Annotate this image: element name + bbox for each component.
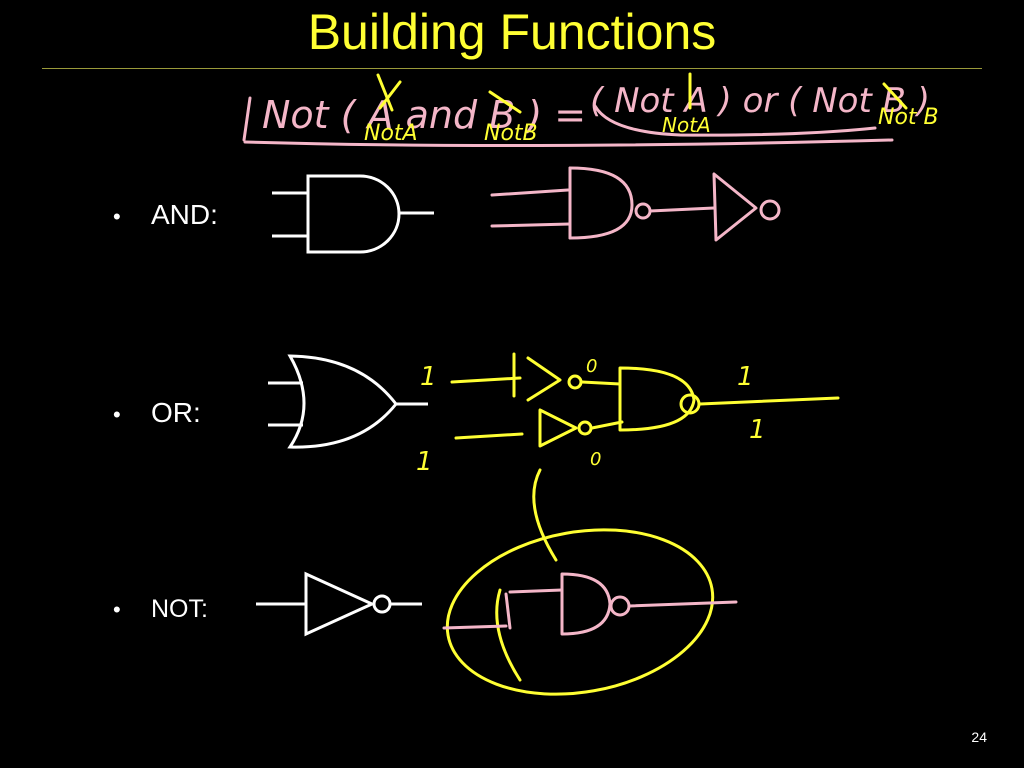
or-bit-right-top: 1 [737, 362, 754, 392]
or-bit-left-top: 1 [420, 362, 437, 392]
and-sketch-ink [490, 166, 781, 242]
bullet-not: • NOT: [113, 592, 208, 627]
bullet-dot: • [113, 402, 121, 427]
not-gate-icon [256, 571, 422, 637]
bullet-label-not: NOT: [151, 595, 208, 623]
bullet-and: • AND: [113, 198, 218, 234]
bullet-dot: • [113, 204, 121, 229]
or-bit-right-bottom: 1 [749, 415, 766, 445]
formula-ink-yellow: NotA NotB NotA Not B [364, 72, 939, 146]
or-sketch-ink: 1 1 0 0 1 1 [416, 352, 840, 477]
sub-label-3: NotA [662, 113, 711, 137]
page-number: 24 [971, 729, 987, 745]
and-gate-icon [272, 174, 434, 254]
or-bit-mid-top: 0 [586, 356, 597, 377]
title-divider [42, 68, 982, 69]
slide-title: Building Functions [307, 4, 717, 60]
sub-label-4: Not B [878, 105, 939, 130]
bullet-label-and: AND: [151, 199, 218, 230]
not-sketch-yellow [445, 468, 715, 696]
bullet-label-or: OR: [151, 397, 201, 428]
or-gate-icon [268, 354, 428, 449]
bullet-or: • OR: [113, 396, 201, 432]
or-bit-left-bottom: 1 [416, 447, 433, 477]
bullet-dot: • [113, 597, 121, 622]
formula-ink-pink: Not ( A and B ) = ( Not A ) or ( Not B ) [242, 81, 930, 148]
formula-rhs: ( Not A ) or ( Not B ) [590, 81, 930, 121]
sub-label-1: NotA [364, 121, 418, 146]
sub-label-2: NotB [484, 121, 538, 146]
not-sketch-pink [442, 572, 738, 636]
or-bit-mid-bottom: 0 [590, 449, 601, 470]
formula-lhs: Not ( A and B ) = [262, 93, 586, 137]
